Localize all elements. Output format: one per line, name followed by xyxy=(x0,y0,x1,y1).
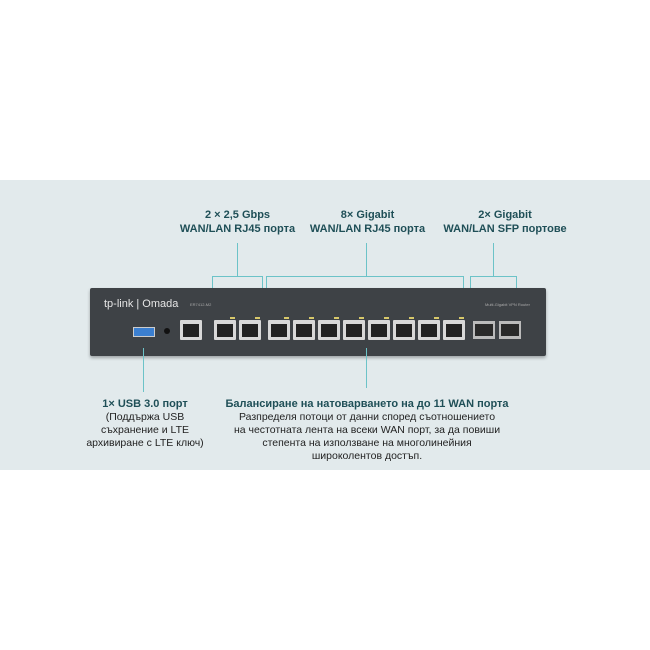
sfp-port xyxy=(473,321,495,339)
desc-line: на честотната лента на всеки WAN порт, з… xyxy=(233,424,501,436)
load-balancing-description: Балансиране на натоварването на до 11 WA… xyxy=(210,397,524,463)
callout-line: 2 × 2,5 Gbps xyxy=(204,209,271,221)
reset-button xyxy=(164,328,170,334)
connector-line xyxy=(493,243,494,276)
callout-line: WAN/LAN SFP портове xyxy=(443,223,567,235)
rj45-port xyxy=(318,317,340,340)
rj45-port xyxy=(293,317,315,340)
rj45-port xyxy=(418,317,440,340)
connector-line xyxy=(366,348,367,388)
rj45-port xyxy=(393,317,415,340)
rj45-port xyxy=(268,317,290,340)
usb-description: 1× USB 3.0 порт (Поддържа USB съхранение… xyxy=(70,397,220,450)
brand-logo: tp-link | Omada xyxy=(104,298,179,310)
usb-port xyxy=(133,327,155,337)
connector-line xyxy=(143,348,144,392)
desc-line: Разпределя потоци от данни според съотно… xyxy=(238,411,496,423)
router-device: tp-link | Omada ER7412-M2 Multi-Gigabit … xyxy=(90,288,546,356)
sfp-port xyxy=(499,321,521,339)
desc-line: архивиране с LTE ключ) xyxy=(86,437,204,449)
connector-line xyxy=(366,243,367,276)
desc-line: (Поддържа USB xyxy=(105,411,185,423)
rj45-port xyxy=(343,317,365,340)
rj45-port xyxy=(239,317,261,340)
callout-line: 8× Gigabit xyxy=(340,209,395,221)
callout-line: WAN/LAN RJ45 порта xyxy=(179,223,296,235)
rj45-port xyxy=(443,317,465,340)
rj45-port xyxy=(368,317,390,340)
desc-line: съхранение и LTE xyxy=(100,424,190,436)
model-label: ER7412-M2 xyxy=(190,302,212,307)
desc-line: степента на използване на многолинейния xyxy=(262,437,472,449)
usb-title: 1× USB 3.0 порт xyxy=(102,398,188,410)
console-port xyxy=(180,320,202,340)
callout-line: WAN/LAN RJ45 порта xyxy=(309,223,426,235)
connector-line xyxy=(237,243,238,276)
balancing-title: Балансиране на натоварването на до 11 WA… xyxy=(225,398,509,410)
type-label: Multi-Gigabit VPN Router xyxy=(485,302,530,307)
rj45-port xyxy=(214,317,236,340)
desc-line: широколентов достъп. xyxy=(311,450,423,462)
callout-line: 2× Gigabit xyxy=(478,209,532,221)
